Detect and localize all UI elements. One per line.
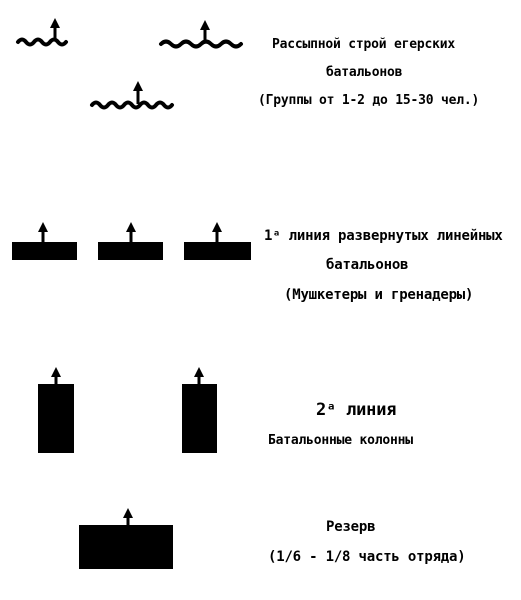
reserve-block <box>79 525 173 569</box>
battalion-block <box>98 242 163 260</box>
reserve-label-line-2: (1/6 - 1/8 часть отряда) <box>268 549 466 565</box>
advance-arrow-head <box>38 222 48 232</box>
skirmish-group-1 <box>16 18 68 47</box>
advance-arrow-head <box>126 222 136 232</box>
column-block <box>38 384 74 453</box>
advance-arrow-head <box>212 222 222 232</box>
line-battalion-2 <box>98 222 163 260</box>
skirmish-group-3 <box>90 81 174 110</box>
advance-arrow-head <box>50 18 60 28</box>
first-line-label-line-2: батальонов <box>326 257 409 273</box>
advance-arrow-head <box>133 81 143 91</box>
skirmish-wave <box>159 39 243 49</box>
skirmish-wave <box>16 37 68 47</box>
first-line-label-line-1: 1ᵃ линия развернутых линейных <box>264 228 503 244</box>
skirmish-label-line-1: Рассыпной строй егерских <box>272 37 456 52</box>
first-line-label-line-3: (Мушкетеры и гренадеры) <box>284 287 474 303</box>
battalion-block <box>12 242 77 260</box>
reserve-block-group <box>79 508 173 569</box>
skirmish-label-line-2: батальонов <box>326 65 403 80</box>
skirmish-wave <box>90 100 174 110</box>
battalion-block <box>184 242 251 260</box>
battalion-column-2 <box>182 367 217 453</box>
reserve-label-line-1: Резерв <box>326 519 376 535</box>
second-line-label-line-2: Батальонные колонны <box>268 433 413 448</box>
advance-arrow-head <box>123 508 133 518</box>
line-battalion-3 <box>184 222 251 260</box>
advance-arrow-head <box>51 367 61 377</box>
battalion-column-1 <box>38 367 74 453</box>
skirmish-label-line-3: (Группы от 1-2 до 15-30 чел.) <box>258 93 480 108</box>
second-line-label-line-1: 2ᵃ линия <box>316 400 397 420</box>
skirmish-group-2 <box>159 20 243 49</box>
advance-arrow-head <box>194 367 204 377</box>
advance-arrow-head <box>200 20 210 30</box>
line-battalion-1 <box>12 222 77 260</box>
column-block <box>182 384 217 453</box>
